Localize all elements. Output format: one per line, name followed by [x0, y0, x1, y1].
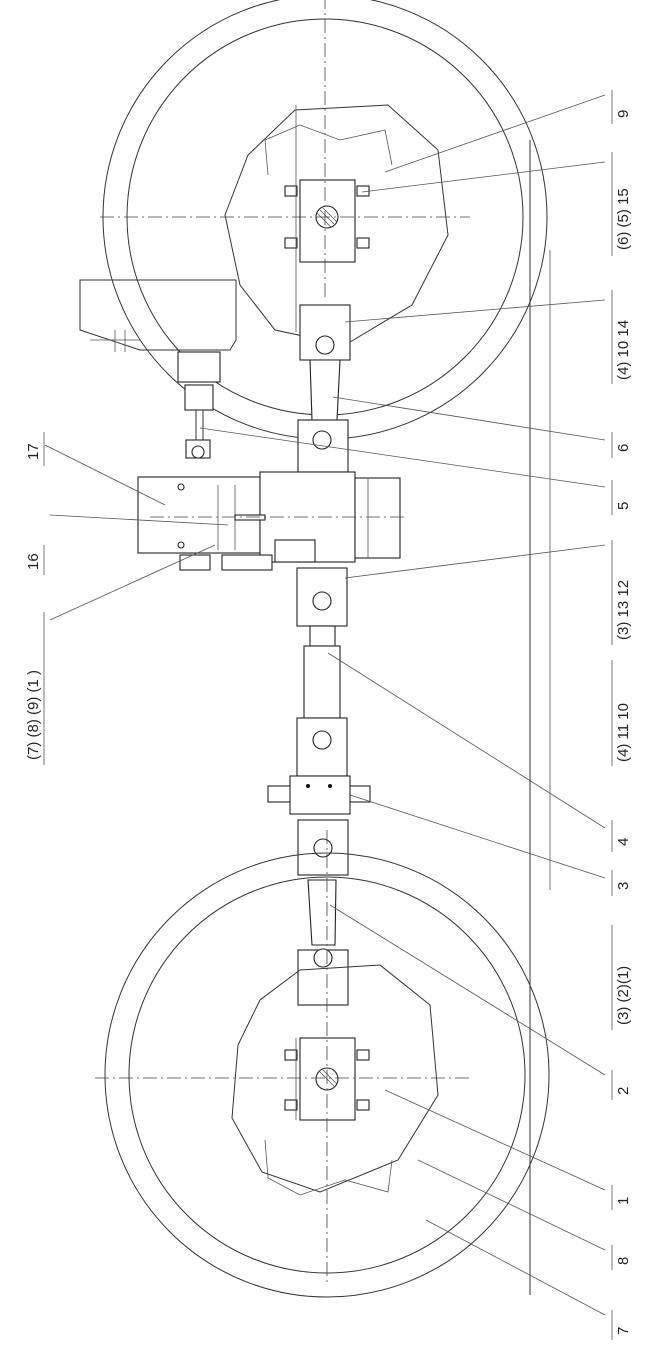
motor-top — [79, 279, 237, 459]
label-1: 1 — [615, 1197, 632, 1205]
labels-right: 9 (6) (5) 15 (4) 10 14 6 5 (3) 13 12 (4)… — [611, 90, 632, 1340]
label-16: 16 — [25, 553, 42, 570]
shaft-4 — [296, 567, 348, 777]
label-7-8-9-1: (7) (8) (9) (1 ) — [25, 670, 42, 760]
label-6-5-15: (6) (5) 15 — [615, 188, 632, 250]
label-17: 17 — [25, 443, 42, 460]
label-3: 3 — [615, 882, 632, 890]
labels-left: 17 16 (7) (8) (9) (1 ) — [25, 432, 45, 765]
label-4: 4 — [615, 838, 632, 846]
bearing-3 — [267, 775, 371, 815]
label-6: 6 — [615, 444, 632, 452]
wheel-top — [100, 0, 548, 440]
label-5: 5 — [615, 502, 632, 510]
shaft-2 — [297, 819, 349, 1006]
leader-lines — [44, 94, 606, 1316]
label-7: 7 — [615, 1327, 632, 1335]
label-4-10-14: (4) 10 14 — [615, 320, 632, 380]
gearbox — [137, 471, 408, 571]
label-9: 9 — [615, 110, 632, 118]
label-4-11-10: (4) 11 10 — [615, 703, 632, 762]
shaft-6 — [297, 304, 351, 473]
label-3-13-12: (3) 13 12 — [615, 580, 632, 640]
label-8: 8 — [615, 1257, 632, 1265]
wheel-bottom — [95, 830, 550, 1298]
label-2: 2 — [615, 1087, 632, 1095]
label-3-2-1: (3) (2)(1) — [615, 966, 632, 1025]
